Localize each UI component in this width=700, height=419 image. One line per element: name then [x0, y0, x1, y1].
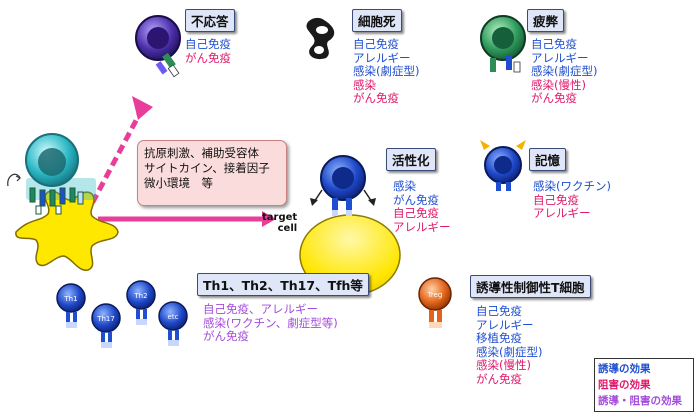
th1-cell: Th1 [56, 283, 86, 328]
anergy-cell [135, 15, 181, 78]
effect-item: アレルギー [353, 50, 411, 65]
effect-item: 感染(劇症型) [531, 64, 598, 78]
stimulus-line: 抗原刺激、補助受容体 [144, 146, 259, 160]
effect-item: 感染 [353, 77, 376, 92]
th-subsets-title: Th1、Th2、Th17、Tfh等 [197, 273, 369, 296]
effect-item: がん免疫 [393, 192, 439, 207]
effect-item: がん免疫 [476, 371, 522, 386]
etc-cell: etc [158, 301, 188, 346]
th2-label: Th2 [133, 292, 147, 300]
memory-cell [480, 140, 526, 191]
effect-item: がん免疫 [203, 329, 249, 343]
effect-item: アレルギー [531, 50, 589, 65]
effect-item: 移植免疫 [476, 331, 522, 345]
target-cell-label: target cell [262, 212, 297, 234]
effect-item: アレルギー [476, 317, 534, 332]
apoptosis-title: 細胞死 [352, 9, 402, 32]
treg-effects: 自己免疫 アレルギー 移植免疫 感染(劇症型) 感染(慢性) がん免疫 [476, 304, 543, 386]
effect-item: 自己免疫 [353, 37, 399, 51]
antigen-presenting-cell [7, 133, 119, 271]
effect-item: 感染(ワクチン) [533, 179, 611, 193]
target-label-line: cell [277, 223, 298, 234]
effect-item: 感染(ワクチン、劇症型等) [203, 315, 338, 330]
effect-item: 自己免疫 [533, 192, 579, 207]
legend-inhibit: 阻害の効果 [598, 379, 651, 391]
apoptosis-effects: 自己免疫 アレルギー 感染(劇症型) 感染 がん免疫 [353, 37, 420, 106]
memory-effects: 感染(ワクチン) 自己免疫 アレルギー [533, 179, 611, 221]
effect-item: 自己免疫 [185, 37, 231, 51]
stimulus-line: 微小環境 等 [144, 176, 213, 190]
apoptotic-cell [306, 17, 335, 60]
treg-label: Treg [427, 291, 443, 299]
th17-label: Th17 [96, 315, 115, 323]
exhaustion-effects: 自己免疫 アレルギー 感染(劇症型) 感染(慢性) がん免疫 [531, 37, 598, 106]
exhausted-cell [480, 15, 526, 73]
legend-both: 誘導・阻害の効果 [598, 395, 682, 407]
etc-label: etc [168, 313, 179, 321]
effect-item: アレルギー [533, 206, 591, 220]
arrow-to-fates [83, 96, 153, 217]
th-subsets-effects: 自己免疫、アレルギー 感染(ワクチン、劇症型等) がん免疫 [203, 302, 338, 344]
anergy-title: 不応答 [185, 9, 235, 32]
activation-effects: 感染 がん免疫 自己免疫 アレルギー [393, 179, 451, 234]
effect-item: 感染(慢性) [476, 358, 531, 372]
effect-item: 自己免疫、アレルギー [203, 302, 318, 316]
effect-item: がん免疫 [531, 91, 577, 105]
activated-cell [310, 155, 376, 216]
arrow-to-target [98, 211, 276, 227]
effect-item: 感染 [393, 179, 416, 193]
th17-cell: Th17 [91, 303, 121, 348]
th1-label: Th1 [63, 295, 77, 303]
th2-cell: Th2 [126, 280, 156, 325]
legend: 誘導の効果 阻害の効果 誘導・阻害の効果 [594, 358, 694, 412]
effect-item: 感染(劇症型) [476, 344, 543, 359]
treg-title: 誘導性制御性T細胞 [470, 275, 591, 298]
effect-item: 感染(劇症型) [353, 64, 420, 78]
treg-cell: Treg [418, 277, 452, 328]
memory-title: 記憶 [529, 148, 567, 171]
stimulus-line: サイトカイン、接着因子 [144, 161, 270, 175]
effect-item: 自己免疫 [476, 304, 522, 318]
legend-induce: 誘導の効果 [598, 363, 651, 375]
effect-item: がん免疫 [353, 91, 399, 105]
exhaustion-title: 疲弊 [527, 9, 565, 32]
stimulus-box: 抗原刺激、補助受容体 サイトカイン、接着因子 微小環境 等 [137, 140, 287, 206]
effect-item: 感染(慢性) [531, 77, 586, 92]
effect-item: 自己免疫 [531, 37, 577, 51]
target-label-line: target [262, 212, 298, 223]
effect-item: アレルギー [393, 219, 451, 234]
activation-title: 活性化 [386, 148, 436, 171]
effect-item: がん免疫 [185, 50, 231, 65]
effect-item: 自己免疫 [393, 206, 439, 220]
anergy-effects: 自己免疫 がん免疫 [185, 37, 231, 65]
